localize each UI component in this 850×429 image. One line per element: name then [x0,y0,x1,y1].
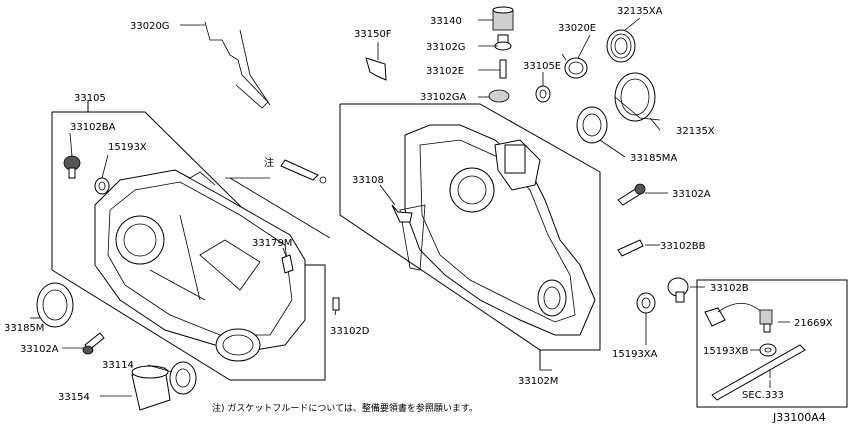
label-32135X: 32135X [676,126,715,137]
label-33102E: 33102E [426,66,464,77]
callout-labels: 33020G 33150F 33140 33102G 33102E 33102G… [4,6,833,403]
label-33102BA: 33102BA [70,122,116,133]
label-33108: 33108 [352,175,384,186]
part-32135XA [606,29,636,63]
part-33185MA [576,106,608,144]
label-33102G: 33102G [426,42,466,53]
label-33185M: 33185M [4,323,44,334]
frame-33102M [339,103,601,370]
label-33105: 33105 [74,93,106,104]
label-33150F: 33150F [354,29,392,40]
label-33102M: 33102M [518,376,558,387]
part-33020E [561,53,588,79]
frame-sensor-box [696,279,848,408]
label-33185MA: 33185MA [630,153,677,164]
part-33102D [332,297,340,311]
label-33102B: 33102B [710,283,749,294]
label-sec333: SEC.333 [742,390,784,401]
part-33154 [131,365,171,411]
label-33140: 33140 [430,16,462,27]
label-15193XB: 15193XB [703,346,749,357]
part-33102E [499,59,507,79]
label-33102A-right: 33102A [672,189,711,200]
footer-note: 注) ガスケットフルードについては、整備要領書を参照願います。 [212,402,478,414]
label-33102GA: 33102GA [420,92,467,103]
diagram-id: J33100A4 [772,411,826,424]
label-33102D: 33102D [330,326,370,337]
label-15193X: 15193X [108,142,147,153]
part-15193X [94,177,110,195]
part-33102BB [617,239,644,257]
part-33179M [281,254,294,274]
part-32135X [614,72,661,122]
label-33154: 33154 [58,392,90,403]
part-33102GA [488,89,510,103]
label-33179M: 33179M [252,238,292,249]
label-note-marker: 注 [264,156,274,169]
label-33105E: 33105E [523,61,561,72]
label-32135XA: 32135XA [617,6,663,17]
part-33150F [365,57,387,81]
part-33105E [535,85,551,103]
part-33185M [36,282,74,328]
part-21669X [704,302,773,333]
part-33102A-left [82,332,105,355]
label-33114: 33114 [102,360,134,371]
part-33102BA [63,155,81,179]
part-33102B [667,277,689,303]
right-case-illustration [399,124,596,336]
label-21669X: 21669X [794,318,833,329]
leader-lines [30,17,790,397]
part-33102G [494,34,512,51]
label-33102BB: 33102BB [660,241,706,252]
label-33102A-left: 33102A [20,344,59,355]
label-33020E: 33020E [558,23,596,34]
part-33140 [492,6,514,31]
part-gasket-tube [280,159,327,184]
label-33020G: 33020G [130,21,170,32]
part-33020G [204,21,271,109]
label-15193XA: 15193XA [612,349,658,360]
frame-33105 [51,100,331,381]
part-15193XB [759,343,777,357]
part-33102A-right [617,183,646,206]
part-15193XA [636,292,656,314]
part-33108 [391,204,413,223]
left-case-illustration [94,169,306,362]
part-sec333-shaft [711,344,806,401]
part-33114 [169,361,197,395]
